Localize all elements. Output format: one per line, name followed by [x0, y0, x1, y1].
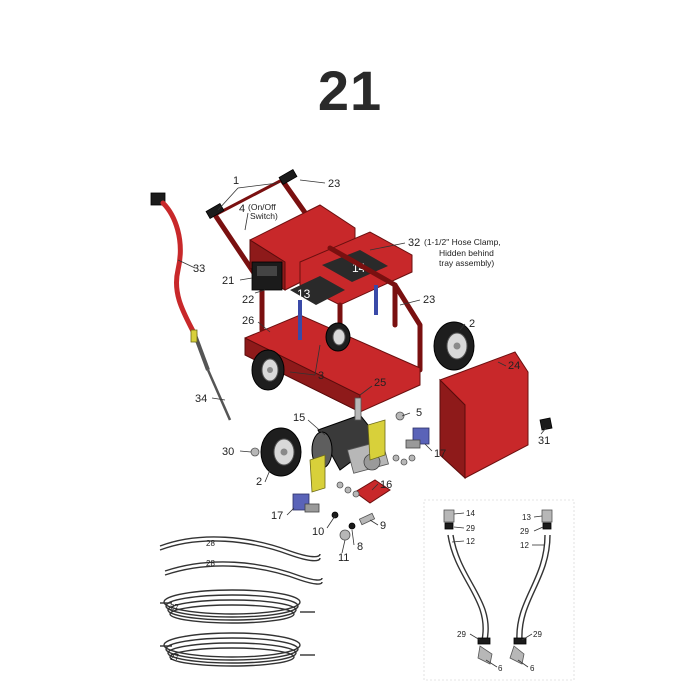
callout-6-a: 6	[498, 664, 503, 673]
coiled-hose-lower	[160, 632, 315, 667]
callout-4-note-line2: Switch)	[250, 211, 278, 221]
page-title: 21	[317, 59, 383, 122]
callout-24: 24	[508, 360, 520, 372]
cart-frame: 1 4 13	[212, 177, 423, 413]
callout-4: 4	[239, 203, 245, 215]
svg-text:13: 13	[297, 287, 311, 301]
callout-17-upper: 17	[434, 448, 446, 460]
callout-9: 9	[380, 520, 386, 532]
callout-32: 32	[408, 237, 420, 249]
callout-21-part: 21	[222, 275, 234, 287]
hose-assembly-right	[509, 509, 553, 665]
callout-4-note-line1: (On/Off	[248, 202, 276, 212]
callout-33: 33	[193, 263, 205, 275]
callout-32-note-line1: (1-1/2" Hose Clamp,	[424, 237, 501, 247]
pull-handle	[150, 192, 232, 421]
callout-29-c: 29	[457, 630, 466, 639]
callout-28-upper: 28	[206, 539, 215, 548]
callout-11: 11	[338, 552, 349, 564]
left-grip	[205, 202, 225, 220]
callout-22: 22	[242, 294, 254, 306]
spare-wheel-right	[433, 321, 475, 371]
callout-32-note-line3: tray assembly)	[439, 258, 494, 268]
callout-10: 10	[312, 526, 324, 538]
callout-27-upper: 27	[170, 603, 179, 612]
hose-28	[159, 536, 323, 585]
callout-2-upper: 2	[469, 318, 475, 330]
coiled-hose-upper	[160, 589, 315, 624]
callout-14: 14	[466, 509, 475, 518]
callout-26: 26	[242, 315, 254, 327]
callout-12-b: 12	[520, 541, 529, 550]
callout-29-d: 29	[533, 630, 542, 639]
callout-27-lower: 27	[170, 653, 179, 662]
small-fittings	[250, 411, 553, 541]
leader-lines	[177, 179, 547, 668]
callout-1: 1	[233, 175, 239, 187]
callout-12-a: 12	[466, 537, 475, 546]
right-grip	[278, 168, 298, 186]
hose-assembly-left	[443, 509, 493, 665]
callout-34: 34	[195, 393, 207, 405]
callout-5: 5	[416, 407, 422, 419]
callout-15: 15	[293, 412, 305, 424]
callout-16: 16	[380, 479, 392, 491]
callout-labels: 1 23 4 (On/Off Switch) 32 (1-1/2" Hose C…	[170, 175, 550, 673]
callout-31: 31	[538, 435, 550, 447]
control-box	[251, 261, 283, 291]
cover-panel	[439, 351, 529, 480]
callout-28-lower: 28	[206, 559, 215, 568]
solenoid-valve-upper	[405, 427, 430, 449]
callout-29-a: 29	[466, 524, 475, 533]
cart-wheel-rear	[325, 322, 351, 352]
spare-wheel-lower	[260, 427, 302, 477]
callout-25: 25	[374, 377, 386, 389]
yellow-brackets	[309, 419, 386, 493]
solenoid-valve-lower	[292, 493, 320, 513]
callout-23-top: 23	[328, 178, 340, 190]
hose-inset-frame	[423, 499, 575, 681]
callout-8: 8	[357, 541, 363, 553]
mounting-bracket	[354, 479, 391, 504]
callout-23-mid: 23	[423, 294, 435, 306]
callout-3: 3	[318, 370, 324, 382]
callout-2-lower: 2	[256, 476, 262, 488]
callout-30: 30	[222, 446, 234, 458]
callout-32-note-line2: Hidden behind	[439, 248, 494, 258]
callout-17-lower: 17	[271, 510, 283, 522]
callout-13: 13	[522, 513, 531, 522]
callout-6-b: 6	[530, 664, 535, 673]
cart-wheel-left	[251, 349, 285, 391]
callout-29-b: 29	[520, 527, 529, 536]
